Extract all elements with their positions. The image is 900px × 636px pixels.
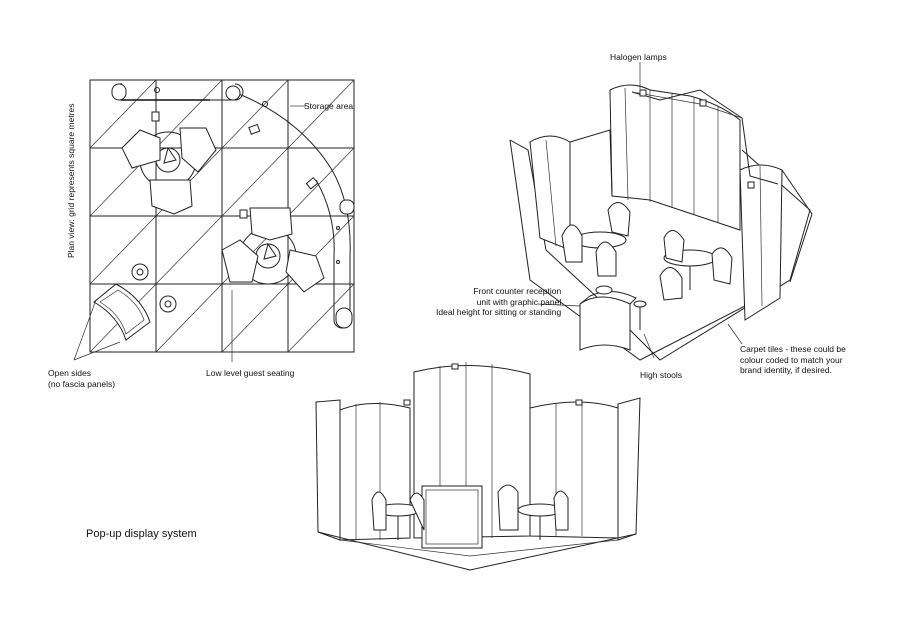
perspective-truss (631, 62, 779, 189)
plan-seating-cluster-bottom (221, 207, 325, 293)
label-halogen-lamps: Halogen lamps (610, 52, 667, 62)
label-plan-view: Plan view: grid represents square metres (66, 103, 76, 259)
bottom-lamps (403, 363, 583, 406)
plan-seating-cluster-top (121, 127, 217, 215)
bottom-furniture (371, 484, 569, 549)
label-storage-area: Storage area (304, 101, 354, 111)
label-open-sides: Open sides (no fascia panels) (48, 368, 116, 389)
label-carpet-tiles: Carpet tiles - these could be colour cod… (740, 344, 846, 375)
perspective-tables-chairs (561, 202, 733, 301)
perspective-counter (579, 285, 647, 351)
caption-pop-up-display: Pop-up display system (86, 528, 197, 540)
perspective-walls (529, 84, 813, 321)
label-front-counter: Front counter reception unit with graphi… (436, 286, 562, 317)
plan-wall-panels (111, 83, 355, 329)
label-high-stools: High stools (640, 370, 683, 380)
label-low-level-seating: Low level guest seating (206, 368, 295, 378)
plan-lamps (151, 87, 340, 264)
plan-counter-and-stools (93, 263, 177, 341)
